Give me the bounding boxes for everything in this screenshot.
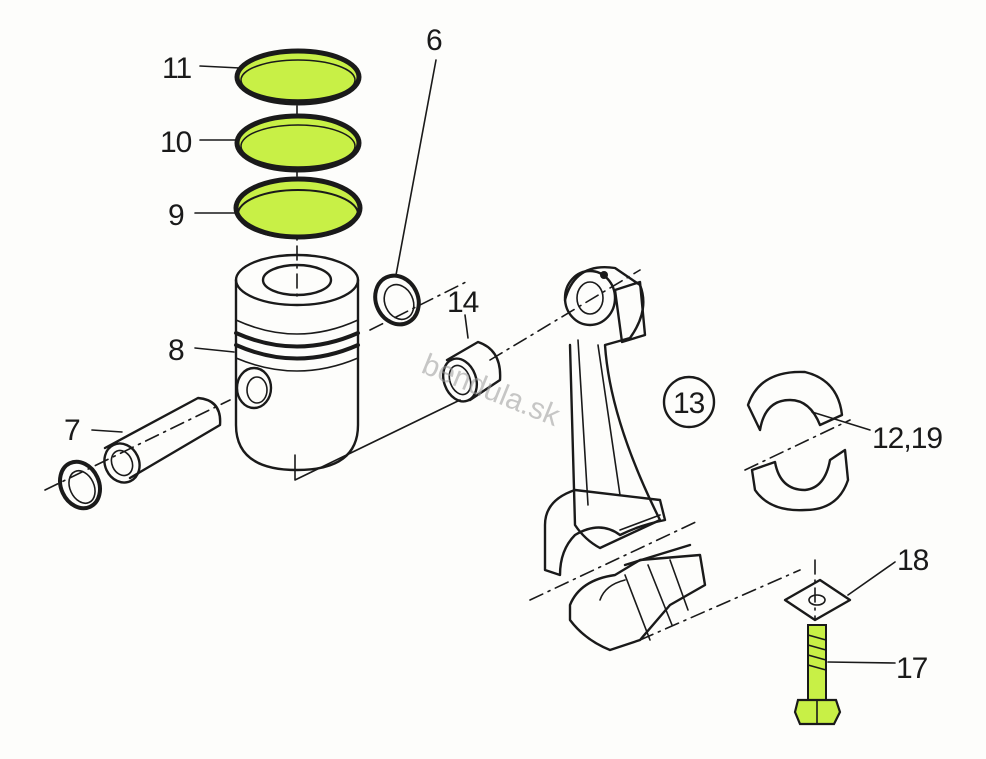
circlip-7-side bbox=[58, 459, 102, 511]
circlip-6 bbox=[373, 273, 421, 327]
piston-ring-10 bbox=[234, 113, 362, 173]
watermark: bendula.sk bbox=[417, 348, 565, 433]
label-7: 7 bbox=[64, 414, 80, 447]
piston-ring-11 bbox=[234, 48, 362, 106]
label-6: 6 bbox=[426, 24, 442, 57]
label-18: 18 bbox=[897, 544, 929, 577]
small-end-bushing-14 bbox=[441, 340, 502, 403]
label-11: 11 bbox=[162, 52, 191, 85]
bolt-17 bbox=[793, 624, 842, 726]
label-10: 10 bbox=[160, 126, 192, 159]
label-8: 8 bbox=[168, 334, 184, 367]
label-9: 9 bbox=[168, 199, 184, 232]
piston-ring-9 bbox=[233, 176, 363, 240]
connecting-rod bbox=[543, 266, 667, 577]
leader-lines bbox=[91, 59, 896, 664]
center-lines bbox=[44, 49, 851, 641]
bearing-shell-lower bbox=[750, 448, 850, 512]
piston-8 bbox=[234, 253, 360, 472]
callout-13 bbox=[662, 375, 716, 429]
label-12-19: 12,19 bbox=[872, 422, 942, 455]
piston-pin-7 bbox=[103, 396, 222, 484]
label-14: 14 bbox=[447, 286, 479, 319]
washer-18 bbox=[783, 578, 852, 622]
label-17: 17 bbox=[896, 652, 928, 685]
label-13: 13 bbox=[673, 387, 705, 420]
bearing-shell-upper bbox=[746, 370, 844, 432]
connecting-rod-cap bbox=[568, 543, 707, 652]
